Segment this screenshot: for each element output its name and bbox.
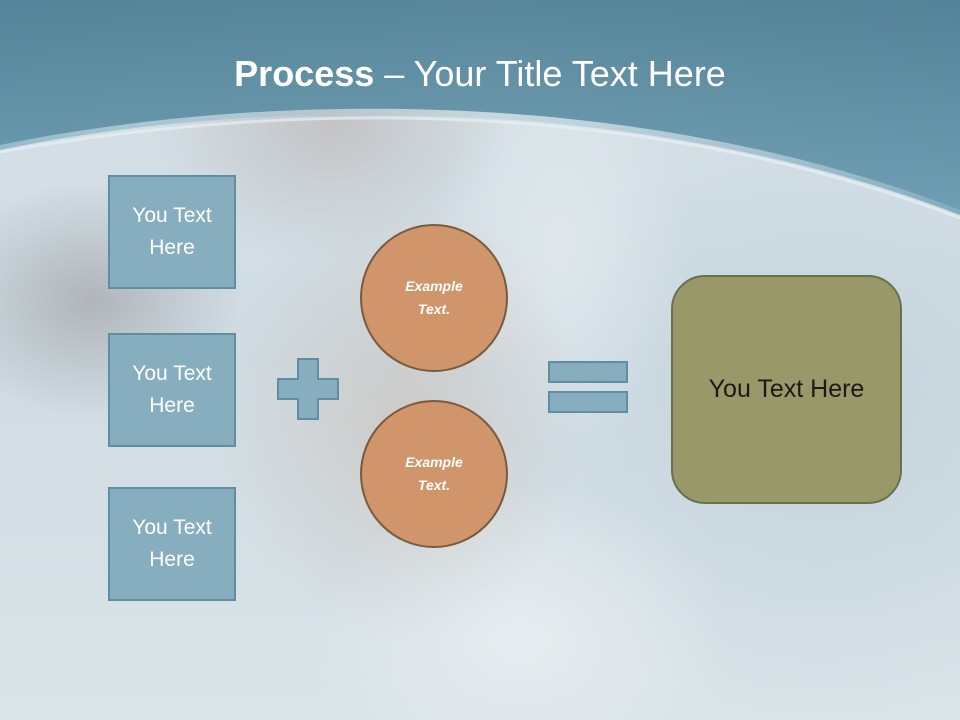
circle-label: Example Text. xyxy=(405,454,463,493)
result-label: You Text Here xyxy=(708,375,865,403)
equals-icon xyxy=(548,361,628,413)
text-box-label: You Text Here xyxy=(132,204,212,259)
header-arc-main xyxy=(0,0,960,210)
header-arc-rim xyxy=(0,116,960,220)
text-box-1[interactable]: You Text Here xyxy=(108,175,236,289)
result-box[interactable]: You Text Here xyxy=(671,275,902,504)
circle-label: Example Text. xyxy=(405,278,463,317)
example-circle-2[interactable]: Example Text. xyxy=(360,400,508,548)
example-circle-1[interactable]: Example Text. xyxy=(360,224,508,372)
text-box-label: You Text Here xyxy=(132,516,212,571)
title-rest: – Your Title Text Here xyxy=(374,53,726,94)
plus-icon xyxy=(277,358,339,420)
page-title: Process – Your Title Text Here xyxy=(0,52,960,96)
header-band xyxy=(0,0,960,220)
text-box-2[interactable]: You Text Here xyxy=(108,333,236,447)
text-box-label: You Text Here xyxy=(132,362,212,417)
title-strong: Process xyxy=(234,53,375,94)
text-box-3[interactable]: You Text Here xyxy=(108,487,236,601)
